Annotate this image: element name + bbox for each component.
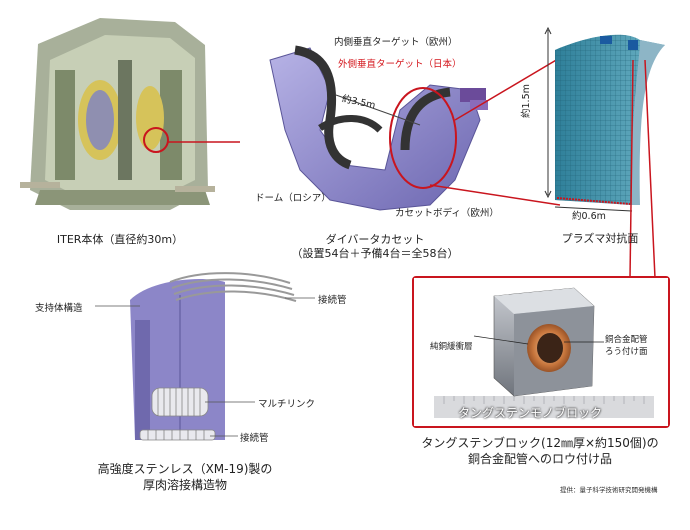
tungsten-caption-title: タングステンブロック(12㎜厚×約150個)の xyxy=(421,436,659,450)
cassette-body-label: カセットボディ（欧州） xyxy=(395,208,499,219)
iter-machine-illustration xyxy=(20,18,215,210)
plasma-facing-unit-illustration xyxy=(555,34,665,205)
connector-line xyxy=(429,184,561,206)
connector-line xyxy=(629,59,634,279)
tungsten-monoblock-photo xyxy=(414,278,668,426)
copper-buffer-label: 純銅緩衝層 xyxy=(430,342,473,352)
credit-text: 提供：量子科学技術研究開発機構 xyxy=(560,486,658,494)
dome-label: ドーム（ロシア） xyxy=(255,193,331,204)
support-caption-title: 高強度ステンレス（XM-19)製の xyxy=(97,462,273,476)
tungsten-photo-caption: タングステンモノブロック xyxy=(458,406,603,420)
multilink-label: マルチリンク xyxy=(258,399,316,410)
inner-target-label: 内側垂直ターゲット（欧州） xyxy=(334,37,458,48)
brazing-surface-label: ろう付け面 xyxy=(605,347,648,357)
pipe-bottom-label: 接続管 xyxy=(240,433,269,444)
width-dimension-line xyxy=(554,206,633,212)
pipe-top-label: 接続管 xyxy=(318,295,347,306)
support-structure-illustration xyxy=(130,272,297,441)
copper-pipe-label: 銅合金配管 xyxy=(605,335,648,345)
tungsten-photo-frame xyxy=(412,276,670,428)
length-indicator xyxy=(335,94,421,126)
outer-target-highlight xyxy=(389,87,457,189)
tungsten-caption-detail: 銅合金配管へのロウ付け品 xyxy=(467,452,612,466)
support-structure-label: 支持体構造 xyxy=(35,303,83,314)
cassette-caption-title: ダイバータカセット xyxy=(325,233,425,246)
support-caption-detail: 厚肉溶接構造物 xyxy=(142,478,227,492)
plasma-width-label: 約0.6m xyxy=(572,211,606,222)
connector-line xyxy=(644,59,656,279)
iter-caption: ITER本体（直径約30m） xyxy=(56,233,184,246)
cassette-caption-count: （設置54台＋予備4台＝全58台） xyxy=(291,247,459,260)
plasma-height-label: 約1.5m xyxy=(521,84,532,118)
outer-target-label: 外側垂直ターゲット（日本） xyxy=(338,59,462,70)
iter-highlight-circle xyxy=(143,127,169,153)
plasma-caption: プラズマ対抗面 xyxy=(561,232,639,245)
